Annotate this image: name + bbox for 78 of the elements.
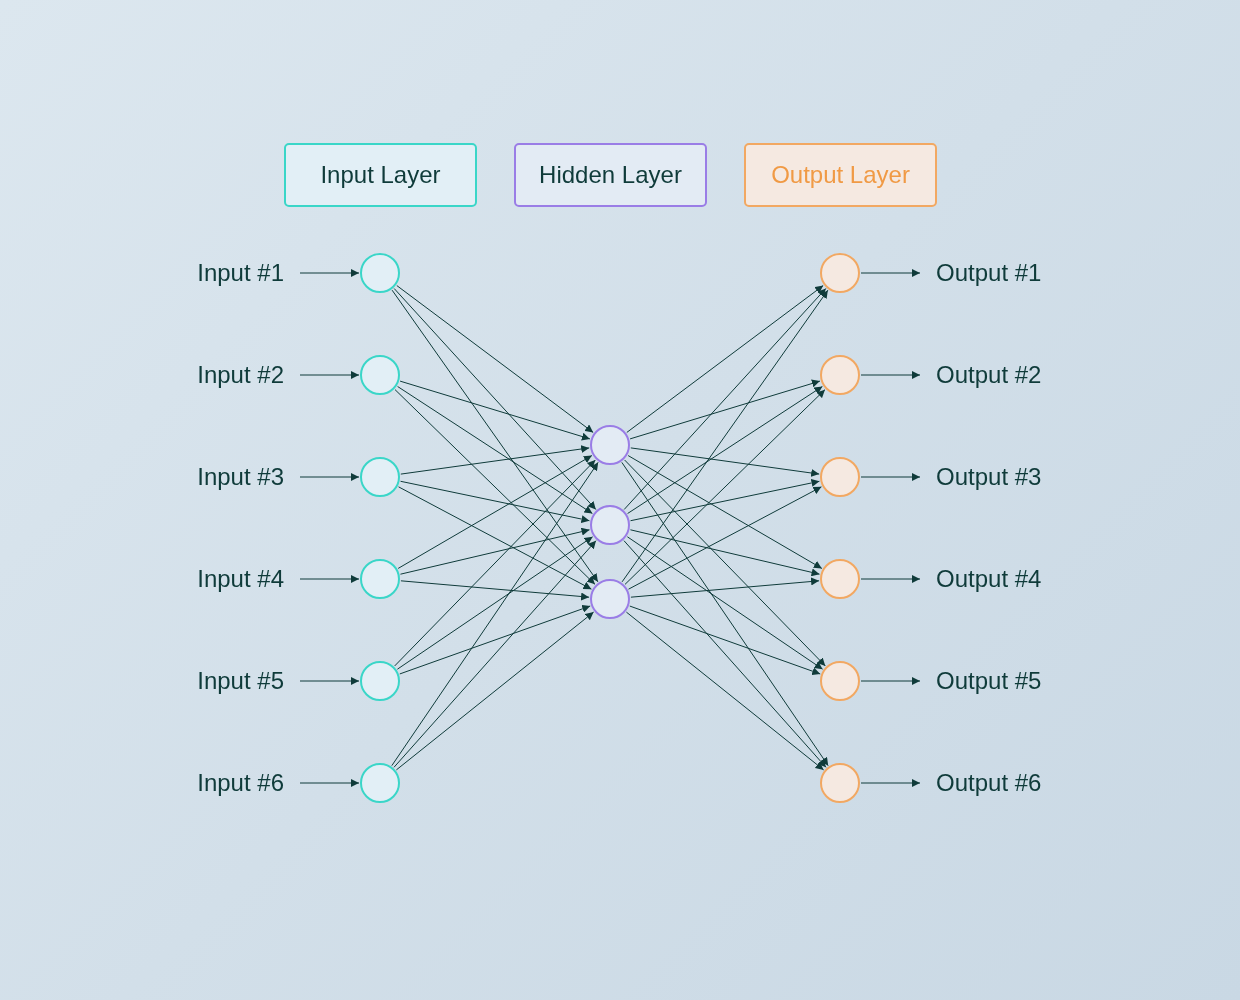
arrow: [299, 473, 360, 481]
arrow: [399, 380, 591, 441]
arrow: [396, 285, 594, 433]
arrow: [626, 285, 824, 433]
arrow: [627, 385, 823, 515]
output-neuron: [820, 661, 860, 701]
arrow: [396, 536, 594, 670]
output-label: Output #2: [936, 361, 1042, 389]
output-label: Output #3: [936, 463, 1042, 491]
arrow: [397, 385, 593, 515]
arrow: [628, 486, 822, 590]
arrow: [395, 611, 595, 771]
layer-label-box: Hidden Layer: [514, 143, 707, 207]
arrow: [860, 677, 921, 685]
output-neuron: [820, 355, 860, 395]
arrow: [391, 289, 599, 583]
arrow: [630, 447, 820, 477]
arrow: [623, 540, 827, 768]
arrow: [621, 461, 829, 767]
output-neuron: [820, 559, 860, 599]
input-neuron: [360, 763, 400, 803]
input-neuron: [360, 559, 400, 599]
input-label: Input #5: [197, 667, 284, 695]
arrow: [860, 473, 921, 481]
layer-label-box: Output Layer: [744, 143, 937, 207]
arrow: [625, 611, 825, 771]
arrow: [398, 486, 592, 590]
output-neuron: [820, 457, 860, 497]
arrow: [299, 371, 360, 379]
arrow: [860, 575, 921, 583]
arrow: [630, 479, 820, 522]
arrow: [400, 580, 590, 601]
arrow: [627, 455, 823, 569]
arrow: [621, 289, 829, 583]
arrow: [630, 577, 820, 598]
arrow: [391, 461, 599, 767]
output-label: Output #4: [936, 565, 1042, 593]
arrow: [860, 269, 921, 277]
hidden-neuron: [590, 579, 630, 619]
output-label: Output #6: [936, 769, 1042, 797]
arrow: [393, 540, 597, 768]
arrow: [629, 529, 821, 577]
arrow: [399, 604, 591, 675]
input-neuron: [360, 253, 400, 293]
input-label: Input #6: [197, 769, 284, 797]
input-neuron: [360, 661, 400, 701]
input-label: Input #2: [197, 361, 284, 389]
arrow: [299, 269, 360, 277]
input-label: Input #1: [197, 259, 284, 287]
arrow: [399, 527, 591, 575]
arrow: [394, 459, 596, 667]
output-neuron: [820, 763, 860, 803]
arrow: [623, 288, 827, 510]
output-label: Output #5: [936, 667, 1042, 695]
arrow: [299, 779, 360, 787]
arrow: [624, 459, 826, 667]
hidden-neuron: [590, 425, 630, 465]
arrow: [629, 379, 821, 440]
arrow: [299, 575, 360, 583]
arrow: [629, 605, 821, 676]
input-label: Input #4: [197, 565, 284, 593]
arrow: [299, 677, 360, 685]
output-label: Output #1: [936, 259, 1042, 287]
input-neuron: [360, 355, 400, 395]
arrow: [393, 288, 597, 510]
arrow: [860, 779, 921, 787]
arrow: [626, 536, 824, 670]
arrow: [400, 445, 590, 475]
arrow: [400, 480, 590, 523]
input-neuron: [360, 457, 400, 497]
arrow: [624, 389, 826, 585]
arrow: [394, 389, 596, 585]
hidden-neuron: [590, 505, 630, 545]
arrow: [860, 371, 921, 379]
input-label: Input #3: [197, 463, 284, 491]
layer-label-box: Input Layer: [284, 143, 477, 207]
arrow: [397, 455, 593, 569]
output-neuron: [820, 253, 860, 293]
